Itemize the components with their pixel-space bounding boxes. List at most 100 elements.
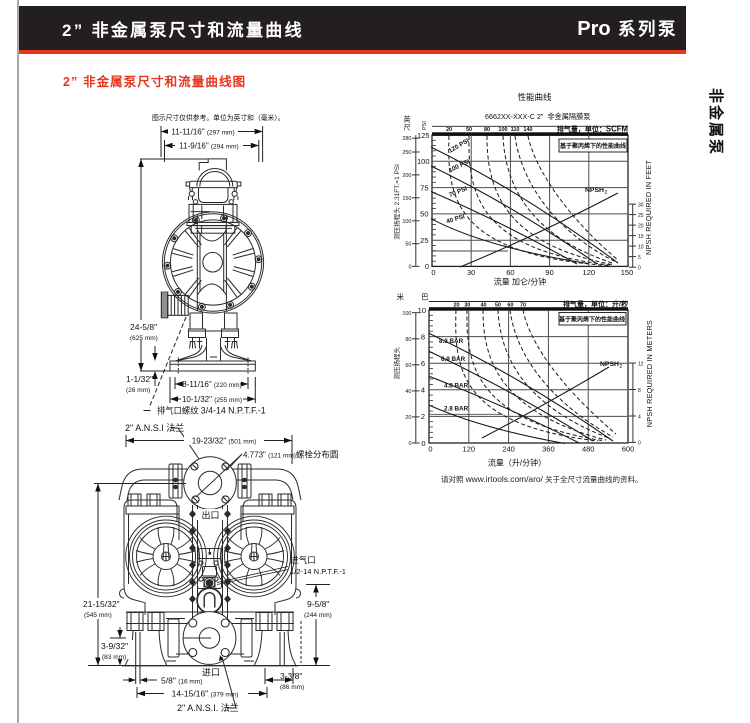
svg-text:15: 15 bbox=[638, 234, 644, 240]
svg-text:基于聚丙烯下的性能曲线: 基于聚丙烯下的性能曲线 bbox=[558, 315, 625, 323]
svg-text:120 PSI: 120 PSI bbox=[448, 137, 471, 154]
svg-text:20: 20 bbox=[638, 223, 644, 229]
svg-text:150: 150 bbox=[402, 196, 411, 202]
svg-text:25: 25 bbox=[420, 236, 428, 245]
svg-text:1/2-14 N.P.T.F.-1: 1/2-14 N.P.T.F.-1 bbox=[290, 567, 346, 576]
svg-text:70: 70 bbox=[520, 302, 526, 308]
svg-text:2.8 BAR: 2.8 BAR bbox=[444, 406, 469, 413]
svg-text:6662XX-XXX-C 2” 非金属隔膜泵: 6662XX-XXX-C 2” 非金属隔膜泵 bbox=[485, 112, 590, 121]
svg-text:2: 2 bbox=[605, 190, 608, 196]
svg-text:(83 mm): (83 mm) bbox=[102, 654, 126, 661]
svg-text:进气口: 进气口 bbox=[290, 554, 316, 565]
svg-text:0: 0 bbox=[408, 441, 411, 447]
svg-text:排气口螺纹 3/4-14 N.P.T.F.-1: 排气口螺纹 3/4-14 N.P.T.F.-1 bbox=[157, 406, 266, 416]
svg-text:流量（升/分钟）: 流量（升/分钟） bbox=[488, 458, 546, 468]
svg-text:100: 100 bbox=[402, 219, 411, 225]
svg-text:140: 140 bbox=[523, 127, 532, 133]
svg-text:50: 50 bbox=[405, 242, 411, 248]
svg-text:10: 10 bbox=[418, 306, 426, 315]
svg-text:性能曲线: 性能曲线 bbox=[517, 92, 552, 102]
svg-text:0: 0 bbox=[638, 441, 641, 447]
svg-text:2: 2 bbox=[620, 364, 623, 370]
svg-text:60: 60 bbox=[507, 302, 513, 308]
svg-text:3-3/8": 3-3/8" bbox=[280, 671, 302, 681]
svg-text:4.8 BAR: 4.8 BAR bbox=[444, 383, 469, 390]
svg-text:2: 2 bbox=[421, 412, 425, 421]
svg-text:20: 20 bbox=[453, 302, 459, 308]
svg-text:20: 20 bbox=[446, 127, 452, 133]
svg-text:20: 20 bbox=[405, 415, 411, 421]
svg-text:100: 100 bbox=[417, 157, 430, 166]
svg-text:90: 90 bbox=[545, 268, 553, 277]
svg-text:125: 125 bbox=[417, 131, 430, 140]
svg-text:10-1/32" (255 mm): 10-1/32" (255 mm) bbox=[182, 395, 242, 404]
svg-text:50: 50 bbox=[495, 302, 501, 308]
svg-text:排气量，单位：升/秒: 排气量，单位：升/秒 bbox=[563, 300, 628, 309]
svg-text:40 PSI: 40 PSI bbox=[446, 213, 466, 225]
svg-text:25: 25 bbox=[638, 213, 644, 219]
svg-text:80: 80 bbox=[405, 337, 411, 343]
svg-text:21-15/32": 21-15/32" bbox=[83, 599, 120, 609]
svg-text:200: 200 bbox=[402, 173, 411, 179]
svg-text:8: 8 bbox=[638, 388, 641, 394]
svg-text:50: 50 bbox=[466, 127, 472, 133]
svg-text:50: 50 bbox=[420, 210, 428, 219]
svg-text:60: 60 bbox=[506, 268, 514, 277]
svg-text:12: 12 bbox=[638, 361, 644, 367]
svg-text:(545 mm): (545 mm) bbox=[84, 612, 112, 619]
svg-text:4: 4 bbox=[638, 414, 641, 420]
svg-text:100: 100 bbox=[402, 311, 411, 317]
svg-text:图示尺寸仅供参考。单位为英寸和（毫米）。: 图示尺寸仅供参考。单位为英寸和（毫米）。 bbox=[152, 113, 285, 122]
svg-text:0: 0 bbox=[408, 264, 411, 270]
svg-text:75: 75 bbox=[420, 183, 428, 192]
svg-text:6.9 BAR: 6.9 BAR bbox=[441, 356, 466, 363]
svg-text:(86 mm): (86 mm) bbox=[280, 684, 304, 691]
svg-text:NPSH: NPSH bbox=[600, 361, 619, 368]
svg-text:30: 30 bbox=[464, 302, 470, 308]
svg-text:24-5/8": 24-5/8" bbox=[130, 322, 157, 332]
svg-text:米: 米 bbox=[397, 292, 405, 302]
svg-text:6: 6 bbox=[421, 359, 425, 368]
svg-text:8: 8 bbox=[421, 332, 425, 341]
svg-text:英: 英 bbox=[404, 115, 411, 124]
svg-text:120: 120 bbox=[463, 445, 476, 454]
svg-text:80: 80 bbox=[484, 127, 490, 133]
svg-text:排气量，单位：SCFM: 排气量，单位：SCFM bbox=[557, 125, 628, 134]
svg-text:11-11/16" (297 mm): 11-11/16" (297 mm) bbox=[171, 128, 234, 137]
svg-text:110: 110 bbox=[511, 127, 520, 133]
svg-text:5: 5 bbox=[638, 255, 641, 261]
svg-text:40: 40 bbox=[480, 302, 486, 308]
svg-text:600: 600 bbox=[622, 445, 635, 454]
svg-text:280: 280 bbox=[402, 136, 411, 142]
svg-text:8.3 BAR: 8.3 BAR bbox=[439, 338, 464, 345]
svg-text:(26 mm): (26 mm) bbox=[126, 387, 150, 394]
svg-text:进口: 进口 bbox=[202, 668, 220, 678]
svg-text:11-9/16" (294 mm): 11-9/16" (294 mm) bbox=[179, 142, 238, 151]
svg-text:250: 250 bbox=[402, 150, 411, 156]
svg-text:(625 mm): (625 mm) bbox=[130, 335, 158, 342]
svg-text:NPSH: NPSH bbox=[585, 187, 604, 194]
svg-text:基于聚丙烯下的性能曲线: 基于聚丙烯下的性能曲线 bbox=[559, 142, 626, 150]
svg-text:(244 mm): (244 mm) bbox=[304, 612, 332, 619]
svg-text:9-5/8": 9-5/8" bbox=[307, 599, 329, 609]
svg-text:出口: 出口 bbox=[201, 510, 219, 521]
svg-text:150: 150 bbox=[621, 268, 634, 277]
svg-text:19-23/32" (501 mm): 19-23/32" (501 mm) bbox=[192, 437, 256, 446]
svg-text:100: 100 bbox=[498, 127, 507, 133]
svg-text:240: 240 bbox=[502, 445, 515, 454]
svg-text:4: 4 bbox=[421, 386, 425, 395]
svg-text:0: 0 bbox=[421, 439, 425, 448]
svg-text:480: 480 bbox=[582, 445, 595, 454]
svg-text:PSI: PSI bbox=[422, 121, 428, 130]
svg-text:30: 30 bbox=[467, 268, 475, 277]
svg-text:14-15/16" (379 mm): 14-15/16" (379 mm) bbox=[172, 689, 239, 699]
svg-text:流量 加仑/分钟: 流量 加仑/分钟 bbox=[494, 277, 546, 287]
svg-text:120: 120 bbox=[583, 268, 596, 277]
svg-text:5/8" (16 mm): 5/8" (16 mm) bbox=[161, 676, 202, 686]
svg-text:1-1/32": 1-1/32" bbox=[126, 374, 153, 384]
svg-text:0: 0 bbox=[428, 445, 432, 454]
svg-text:0: 0 bbox=[425, 262, 429, 271]
svg-text:尺: 尺 bbox=[404, 124, 411, 132]
svg-text:10: 10 bbox=[638, 244, 644, 250]
svg-text:巴: 巴 bbox=[421, 293, 429, 302]
